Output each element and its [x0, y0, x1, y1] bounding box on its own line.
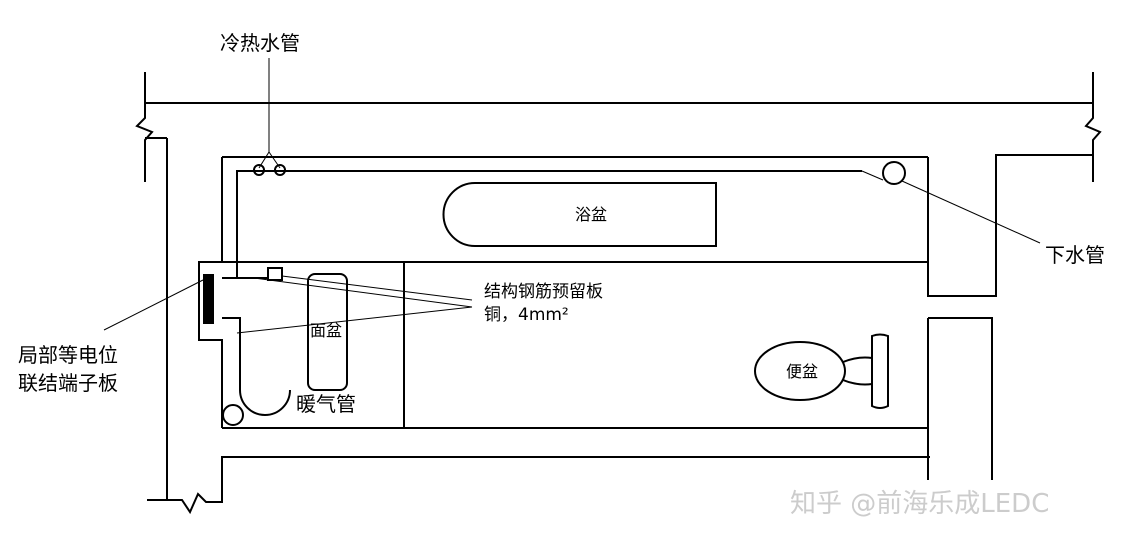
label-heating-pipe: 暖气管 — [296, 392, 356, 416]
label-toilet: 便盆 — [786, 362, 818, 381]
right-wall — [927, 154, 1093, 480]
water-supply-pipe — [222, 164, 884, 279]
label-local-bonding-line2: 联结端子板 — [18, 371, 118, 395]
bathtub — [442, 182, 717, 247]
label-drain-pipe: 下水管 — [1045, 243, 1105, 267]
label-washbasin: 面盆 — [310, 321, 342, 340]
bathroom-outline — [198, 156, 928, 429]
label-cold-hot-water-pipe: 冷热水管 — [220, 31, 300, 55]
leader-lines — [103, 58, 1041, 334]
label-local-bonding-line1: 局部等电位 — [18, 343, 118, 367]
watermark: 知乎 @前海乐成LEDC — [790, 489, 1049, 519]
drain-pipe-circle — [882, 161, 906, 185]
heating-pipe — [222, 317, 291, 426]
toilet — [754, 333, 889, 409]
label-rebar-plate: 结构钢筋预留板 — [484, 282, 603, 302]
washbasin — [307, 273, 348, 391]
label-bathtub: 浴盆 — [575, 205, 607, 224]
top-floor-slab — [135, 72, 1102, 182]
label-copper-wire: 铜，4mm² — [484, 305, 569, 325]
rebar-plate-square — [267, 267, 283, 281]
bonding-terminal-board — [203, 274, 214, 324]
left-wall — [147, 138, 930, 515]
